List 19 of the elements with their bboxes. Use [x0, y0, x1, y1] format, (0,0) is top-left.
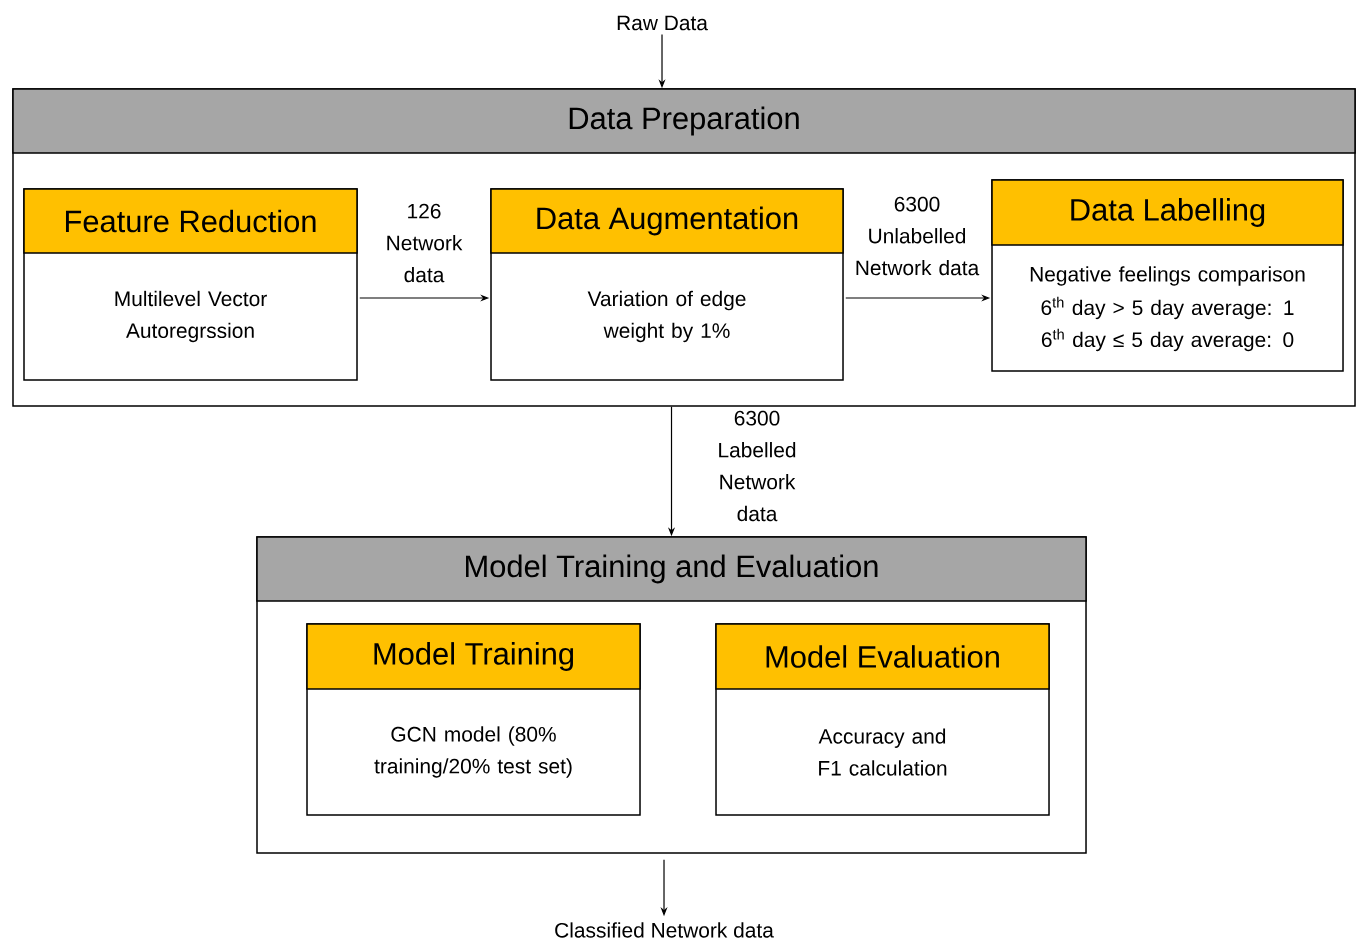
edge-label: 6300 Unlabelled Network data [851, 195, 983, 277]
stage-heading: Data Preparation [12, 88, 1356, 154]
box-text: Variation of edge weight by 1% [587, 290, 746, 343]
box-text: 6$^{th}$ day ≤ 5 day average: 0 [1041, 328, 1294, 352]
box-heading: Model Training [306, 623, 641, 690]
box-heading: Feature Reduction [23, 188, 358, 254]
edge-label: 126 Network data [373, 202, 475, 284]
box-text: Negative feelings comparison [1030, 266, 1305, 286]
box-heading: Model Evaluation [715, 623, 1050, 690]
box-text: 6$^{th}$ day > 5 day average: 1 [1041, 296, 1294, 320]
box-text: GCN model (80% training/20% test set) [374, 726, 572, 778]
edge-label: 6300 Labelled Network data [701, 409, 813, 523]
box-text: Accuracy and F1 calculation [818, 728, 947, 776]
box-heading: Data Labelling [991, 179, 1344, 246]
flow-text: Raw Data [617, 15, 708, 31]
stage-heading: Model Training and Evaluation [256, 536, 1087, 602]
flow-text: Classified Network data [555, 922, 774, 938]
box-text: Multilevel Vector Autoregrssion [115, 290, 267, 343]
box-heading: Data Augmentation [490, 188, 844, 254]
